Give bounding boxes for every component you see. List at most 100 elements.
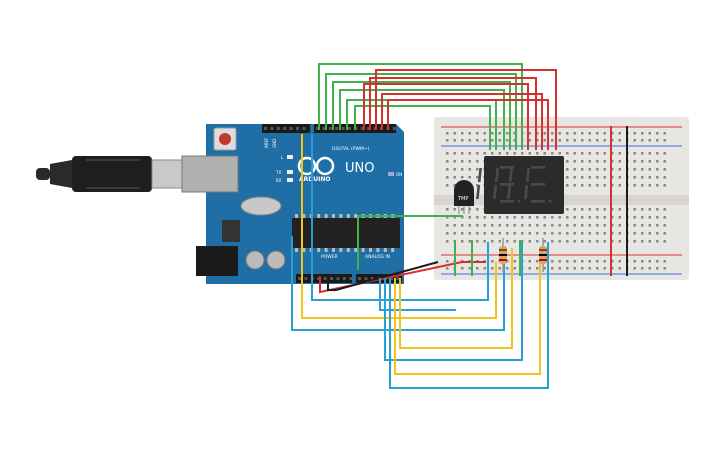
terminal-hole xyxy=(641,224,644,227)
terminal-hole xyxy=(603,184,606,187)
rail-hole xyxy=(558,267,561,270)
l-led-label: L xyxy=(281,155,284,160)
terminal-hole xyxy=(566,232,569,235)
seven-segment-display[interactable]: 88 xyxy=(0,0,564,214)
wire-red-4 xyxy=(381,93,543,150)
terminal-hole xyxy=(633,224,636,227)
rail-hole xyxy=(506,139,509,142)
header-hole xyxy=(317,277,321,280)
crystal-oscillator xyxy=(240,196,282,216)
terminal-hole xyxy=(468,168,471,171)
header-hole xyxy=(367,127,371,130)
terminal-hole xyxy=(633,152,636,155)
rail-hole xyxy=(581,267,584,270)
chip-pin xyxy=(369,248,372,252)
rail-hole xyxy=(641,260,644,263)
terminal-hole xyxy=(633,176,636,179)
terminal-hole xyxy=(663,176,666,179)
terminal-hole xyxy=(521,232,524,235)
rail-hole xyxy=(603,139,606,142)
display-body xyxy=(484,156,564,214)
header-hole xyxy=(283,127,287,130)
terminal-hole xyxy=(618,232,621,235)
terminal-hole xyxy=(656,176,659,179)
terminal-hole xyxy=(641,216,644,219)
terminal-hole xyxy=(596,160,599,163)
terminal-hole xyxy=(596,240,599,243)
sensor-body xyxy=(454,180,474,206)
rail-hole xyxy=(596,267,599,270)
segment-horizontal xyxy=(531,183,545,186)
terminal-hole xyxy=(573,176,576,179)
terminal-hole xyxy=(506,232,509,235)
rail-hole xyxy=(663,260,666,263)
rx-led-label: RX xyxy=(276,178,282,183)
rail-hole xyxy=(633,260,636,263)
rail-hole xyxy=(453,139,456,142)
terminal-hole xyxy=(641,232,644,235)
terminal-hole xyxy=(648,168,651,171)
segment-vertical xyxy=(524,185,529,199)
terminal-hole xyxy=(596,176,599,179)
header-hole xyxy=(316,127,319,130)
terminal-hole xyxy=(461,232,464,235)
digital-wires xyxy=(318,63,557,150)
terminal-hole xyxy=(566,176,569,179)
terminal-hole xyxy=(558,216,561,219)
terminal-hole xyxy=(573,168,576,171)
terminal-hole xyxy=(663,240,666,243)
header-hole xyxy=(264,127,267,130)
tx-led xyxy=(287,170,293,174)
terminal-hole xyxy=(566,184,569,187)
terminal-hole xyxy=(648,208,651,211)
chip-pin xyxy=(332,248,335,252)
terminal-hole xyxy=(476,184,479,187)
arduino-uno-board[interactable]: ARDUINO UNO ON L TX RX DIGITAL (PWM~) PO… xyxy=(181,124,404,284)
atmega-chip xyxy=(292,218,400,248)
terminal-hole xyxy=(648,232,651,235)
terminal-hole xyxy=(453,224,456,227)
resistor-2-band-2 xyxy=(539,254,547,256)
temperature-sensor[interactable]: TMP xyxy=(454,180,474,214)
terminal-hole xyxy=(618,176,621,179)
resistor-1-band-3 xyxy=(499,259,507,261)
terminal-hole xyxy=(611,184,614,187)
terminal-hole xyxy=(543,152,546,155)
rail-hole xyxy=(633,267,636,270)
terminal-hole xyxy=(588,232,591,235)
terminal-hole xyxy=(656,160,659,163)
display-digits xyxy=(476,166,552,203)
terminal-hole xyxy=(573,240,576,243)
terminal-hole xyxy=(468,152,471,155)
terminal-hole xyxy=(596,208,599,211)
resistor-1[interactable] xyxy=(499,238,507,272)
terminal-hole xyxy=(453,208,456,211)
header-hole xyxy=(328,127,332,130)
rail-hole xyxy=(543,267,546,270)
terminal-hole xyxy=(543,232,546,235)
chip-pin xyxy=(391,248,395,252)
rail-hole xyxy=(483,132,486,135)
rail-hole xyxy=(491,260,494,263)
rail-hole xyxy=(491,132,494,135)
chip-pin xyxy=(324,248,328,252)
terminal-hole xyxy=(476,208,479,211)
resistor-2[interactable] xyxy=(539,238,547,272)
bottom-wires xyxy=(291,134,549,389)
terminal-hole xyxy=(453,152,456,155)
terminal-hole xyxy=(476,176,479,179)
reset-button[interactable] xyxy=(219,133,231,145)
rail-hole xyxy=(573,132,576,135)
chip-pin xyxy=(332,214,335,218)
terminal-hole xyxy=(641,176,644,179)
terminal-hole xyxy=(446,216,449,219)
rail-hole xyxy=(641,139,644,142)
chip-pin xyxy=(324,214,328,218)
terminal-hole xyxy=(446,176,449,179)
terminal-hole xyxy=(483,232,486,235)
terminal-hole xyxy=(588,176,591,179)
header-hole xyxy=(370,277,374,280)
rx-led xyxy=(287,178,293,182)
chip-pin xyxy=(295,214,298,218)
chip-pin xyxy=(346,248,350,252)
